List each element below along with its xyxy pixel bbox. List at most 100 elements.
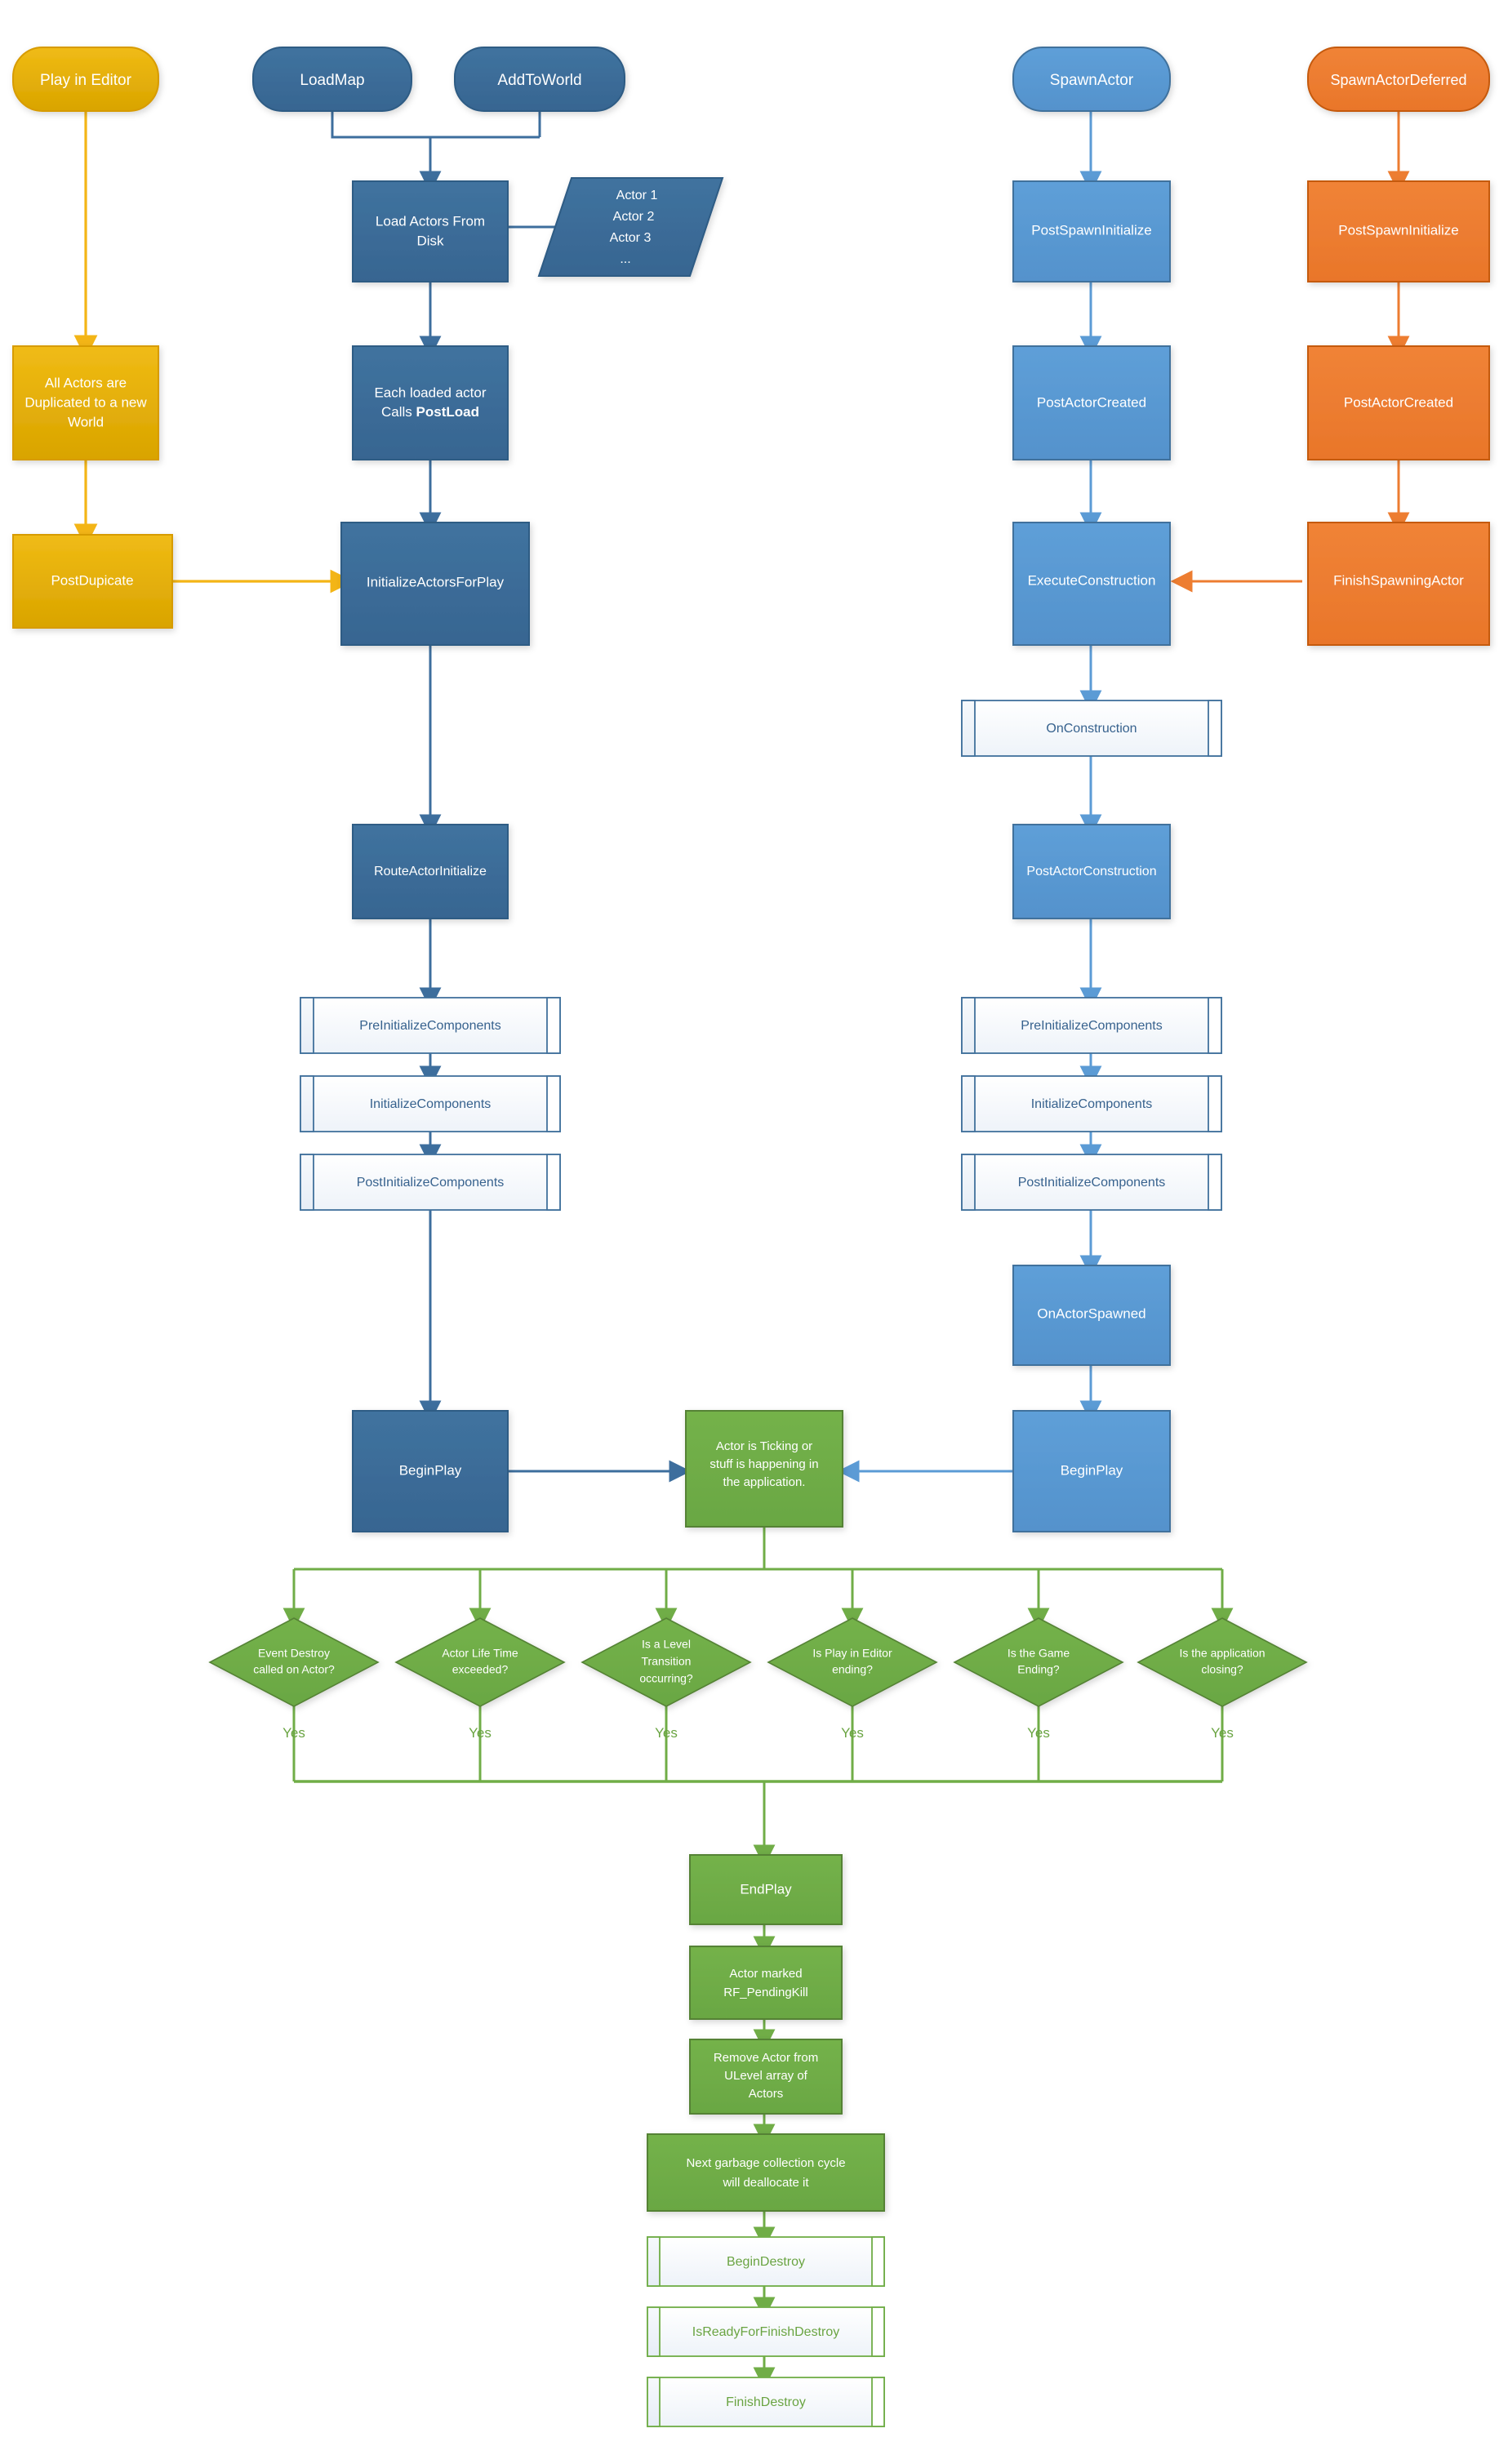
decision-event-destroy-called[interactable]: Event Destroy called on Actor? Yes	[208, 1617, 380, 1741]
actor-list-line-3: Actor 3	[610, 231, 652, 245]
node-post-dupicate[interactable]: PostDupicate	[12, 534, 173, 629]
post-dupicate-label: PostDupicate	[51, 572, 133, 588]
node-add-to-world[interactable]: AddToWorld	[454, 47, 625, 112]
node-finish-destroy[interactable]: FinishDestroy	[647, 2377, 885, 2427]
load-actors-from-disk-shape[interactable]	[352, 180, 509, 282]
route-actor-initialize-shape[interactable]	[352, 824, 509, 919]
pre-initialize-components-left-shape[interactable]	[300, 997, 561, 1054]
node-post-actor-created-deferred[interactable]: PostActorCreated	[1307, 345, 1490, 460]
event-destroy-called-diamond[interactable]	[208, 1617, 380, 1707]
spawn-actor-deferred-shape[interactable]	[1307, 47, 1490, 112]
initialize-components-left-label: InitializeComponents	[370, 1097, 492, 1111]
post-actor-construction-label: PostActorConstruction	[1026, 865, 1156, 878]
decision-level-transition[interactable]: Is a Level Transition occurring? Yes	[581, 1617, 752, 1741]
decision-play-in-editor-ending[interactable]: Is Play in Editor ending? Yes	[767, 1617, 938, 1741]
node-remove-actor-ulevel[interactable]: Remove Actor from ULevel array of Actors	[689, 2039, 843, 2115]
node-pre-initialize-components-left[interactable]: PreInitializeComponents	[300, 997, 561, 1054]
on-construction-bar-end	[1208, 700, 1222, 757]
on-construction-shape[interactable]	[961, 700, 1222, 757]
post-actor-created-spawn-shape[interactable]	[1012, 345, 1171, 460]
actor-ticking-line-3: the application.	[723, 1475, 806, 1489]
actor-list-parallelogram-shape[interactable]	[537, 177, 724, 277]
initialize-components-right-shape[interactable]	[961, 1075, 1222, 1132]
node-begin-play-right[interactable]: BeginPlay	[1012, 1410, 1171, 1532]
play-in-editor-shape[interactable]	[12, 47, 159, 112]
finish-spawning-actor-shape[interactable]	[1307, 522, 1490, 646]
node-route-actor-initialize[interactable]: RouteActorInitialize	[352, 824, 509, 919]
node-spawn-actor-deferred[interactable]: SpawnActorDeferred	[1307, 47, 1490, 112]
add-to-world-shape[interactable]	[454, 47, 625, 112]
node-actor-ticking[interactable]: Actor is Ticking or stuff is happening i…	[685, 1410, 843, 1528]
remove-actor-ulevel-shape[interactable]	[689, 2039, 843, 2115]
node-begin-destroy[interactable]: BeginDestroy	[647, 2236, 885, 2287]
add-to-world-label: AddToWorld	[497, 72, 581, 89]
post-dupicate-shape[interactable]	[12, 534, 173, 629]
post-initialize-components-left-bar-end	[546, 1154, 561, 1211]
post-initialize-components-right-shape[interactable]	[961, 1154, 1222, 1211]
node-initialize-actors-for-play[interactable]: InitializeActorsForPlay	[340, 522, 530, 646]
post-spawn-initialize-deferred-shape[interactable]	[1307, 180, 1490, 282]
on-actor-spawned-shape[interactable]	[1012, 1265, 1171, 1366]
each-loaded-actor-shape[interactable]	[352, 345, 509, 460]
actor-ticking-shape[interactable]	[685, 1410, 843, 1528]
application-closing-diamond[interactable]	[1137, 1617, 1308, 1707]
node-on-construction[interactable]: OnConstruction	[961, 700, 1222, 757]
node-load-map[interactable]: LoadMap	[252, 47, 412, 112]
play-in-editor-ending-diamond[interactable]	[767, 1617, 938, 1707]
node-next-gc-cycle[interactable]: Next garbage collection cycle will deall…	[647, 2133, 885, 2212]
node-end-play[interactable]: EndPlay	[689, 1854, 843, 1925]
spawn-actor-shape[interactable]	[1012, 47, 1171, 112]
execute-construction-shape[interactable]	[1012, 522, 1171, 646]
node-pre-initialize-components-right[interactable]: PreInitializeComponents	[961, 997, 1222, 1054]
node-post-initialize-components-left[interactable]: PostInitializeComponents	[300, 1154, 561, 1211]
decision-application-closing[interactable]: Is the application closing? Yes	[1137, 1617, 1308, 1741]
remove-actor-ulevel-line-2: ULevel array of	[724, 2069, 808, 2083]
post-actor-construction-shape[interactable]	[1012, 824, 1171, 919]
decision-actor-life-time[interactable]: Actor Life Time exceeded? Yes	[394, 1617, 566, 1741]
is-ready-for-finish-destroy-shape[interactable]	[647, 2306, 885, 2357]
begin-destroy-shape[interactable]	[647, 2236, 885, 2287]
node-load-actors-from-disk[interactable]: Load Actors From Disk	[352, 180, 509, 282]
begin-play-right-shape[interactable]	[1012, 1410, 1171, 1532]
on-actor-spawned-label: OnActorSpawned	[1037, 1305, 1145, 1321]
node-each-loaded-actor[interactable]: Each loaded actor Calls PostLoad	[352, 345, 509, 460]
node-initialize-components-right[interactable]: InitializeComponents	[961, 1075, 1222, 1132]
decision-game-ending[interactable]: Is the Game Ending? Yes	[953, 1617, 1124, 1741]
node-initialize-components-left[interactable]: InitializeComponents	[300, 1075, 561, 1132]
node-begin-play-left[interactable]: BeginPlay	[352, 1410, 509, 1532]
node-all-actors-duplicated[interactable]: All Actors are Duplicated to a new World	[12, 345, 159, 460]
post-spawn-initialize-spawn-shape[interactable]	[1012, 180, 1171, 282]
application-closing-line-1: Is the application	[1179, 1647, 1265, 1660]
node-actor-marked-pendingkill[interactable]: Actor marked RF_PendingKill	[689, 1946, 843, 2020]
begin-play-left-shape[interactable]	[352, 1410, 509, 1532]
node-post-actor-created-spawn[interactable]: PostActorCreated	[1012, 345, 1171, 460]
node-post-initialize-components-right[interactable]: PostInitializeComponents	[961, 1154, 1222, 1211]
node-post-actor-construction[interactable]: PostActorConstruction	[1012, 824, 1171, 919]
game-ending-line-2: Ending?	[1017, 1663, 1060, 1676]
node-execute-construction[interactable]: ExecuteConstruction	[1012, 522, 1171, 646]
actor-ticking-line-2: stuff is happening in	[710, 1457, 818, 1471]
node-actor-list[interactable]: Actor 1 Actor 2 Actor 3 ...	[537, 177, 724, 277]
post-initialize-components-left-shape[interactable]	[300, 1154, 561, 1211]
actor-life-time-diamond[interactable]	[394, 1617, 566, 1707]
node-finish-spawning-actor[interactable]: FinishSpawningActor	[1307, 522, 1490, 646]
load-map-shape[interactable]	[252, 47, 412, 112]
all-actors-duplicated-shape[interactable]	[12, 345, 159, 460]
actor-marked-pendingkill-shape[interactable]	[689, 1946, 843, 2020]
node-is-ready-for-finish-destroy[interactable]: IsReadyForFinishDestroy	[647, 2306, 885, 2357]
all-actors-duplicated-line-3: World	[68, 414, 104, 429]
node-on-actor-spawned[interactable]: OnActorSpawned	[1012, 1265, 1171, 1366]
post-actor-created-deferred-shape[interactable]	[1307, 345, 1490, 460]
node-post-spawn-initialize-deferred[interactable]: PostSpawnInitialize	[1307, 180, 1490, 282]
next-gc-cycle-shape[interactable]	[647, 2133, 885, 2212]
node-spawn-actor[interactable]: SpawnActor	[1012, 47, 1171, 112]
game-ending-diamond[interactable]	[953, 1617, 1124, 1707]
begin-play-left-label: BeginPlay	[399, 1462, 462, 1478]
level-transition-diamond[interactable]	[581, 1617, 752, 1707]
initialize-actors-for-play-shape[interactable]	[340, 522, 530, 646]
node-play-in-editor[interactable]: Play in Editor	[12, 47, 159, 112]
load-actors-from-disk-line-1: Load Actors From	[376, 213, 485, 229]
end-play-shape[interactable]	[689, 1854, 843, 1925]
node-post-spawn-initialize-spawn[interactable]: PostSpawnInitialize	[1012, 180, 1171, 282]
